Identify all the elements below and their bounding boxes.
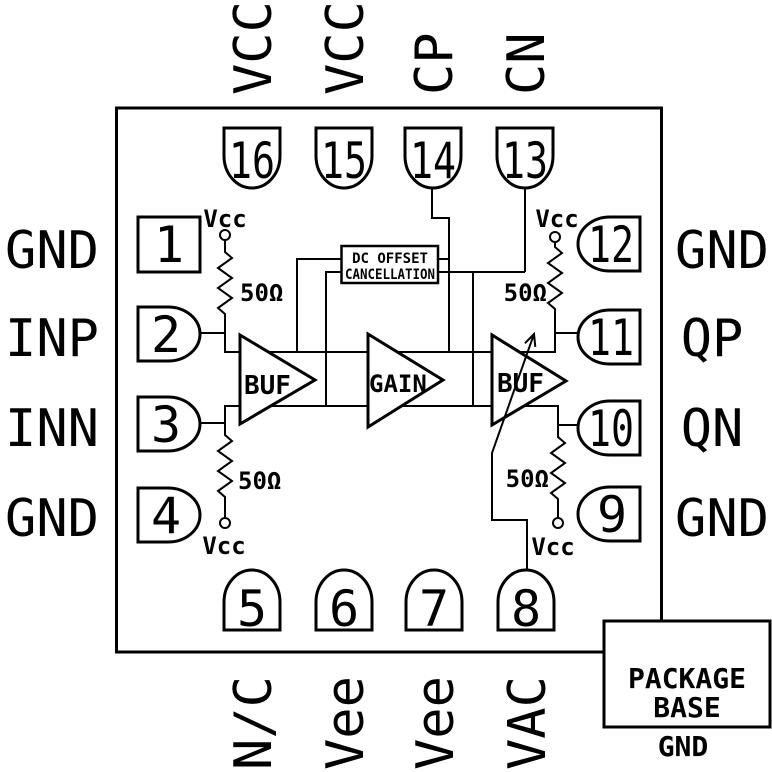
pin-16-pad [222, 126, 282, 190]
dc-offset-cancellation-box [340, 244, 440, 285]
pin-3-number: 3 [151, 396, 181, 454]
cp-wire [431, 188, 450, 352]
pin-8-pad [496, 568, 556, 632]
pin-1-function-label: GND [5, 221, 99, 281]
vcc-label-top-right: Vcc [535, 205, 578, 233]
pin-10-number: 10 [588, 400, 634, 458]
input-buffer-triangle [238, 332, 318, 427]
pin-3-function-label: INN [5, 399, 99, 459]
dc-offset-label-line1: DC OFFSET [352, 251, 428, 267]
pin-16-number: 16 [229, 132, 275, 190]
pin-5-function-label: N/C [224, 676, 284, 770]
pin-15-number: 15 [321, 132, 367, 190]
pin-5-pad [222, 568, 282, 632]
pin-9-function-label: GND [675, 489, 769, 549]
pin-2-function-label: INP [5, 309, 99, 369]
pin-7-function-label: Vee [406, 676, 466, 770]
pin-15-function-label: VCC [316, 1, 376, 95]
pin-11-pad [576, 308, 642, 366]
pin-11-function-label: QP [681, 309, 744, 369]
pin-4-pad [136, 486, 202, 544]
gain-triangle [366, 331, 446, 430]
output-buffer-label: BUF [497, 369, 544, 399]
pin-1-number: 1 [154, 216, 184, 274]
dc-offset-tap-left-bottom [325, 271, 342, 406]
pin-1-pad [136, 215, 202, 274]
pin-16-function-label: VCC [224, 1, 284, 95]
pin-4-function-label: GND [5, 489, 99, 549]
chip-outline [115, 106, 663, 654]
termination-resistor-bottom-right [549, 425, 567, 518]
gain-control-arrow [491, 333, 535, 570]
pin-14-pad [403, 126, 463, 190]
vcc-terminal-bottom-left [219, 517, 231, 529]
dc-offset-label-line2: CANCELLATION [345, 267, 435, 283]
pin-12-pad [576, 215, 642, 273]
pin-10-function-label: QN [681, 399, 744, 459]
pin-2-pad [136, 305, 202, 363]
gain-control-arrowhead-icon [524, 331, 537, 348]
pin-2-number: 2 [151, 306, 181, 364]
dc-offset-tap-left-top [296, 258, 342, 352]
vcc-terminal-bottom-right [552, 517, 564, 529]
termination-resistor-top-right [546, 242, 564, 333]
pin-10-pad [576, 399, 642, 457]
input-buffer-label: BUF [244, 371, 291, 401]
resistor-value-bottom-left: 50Ω [238, 467, 281, 495]
pin-14-function-label: CP [405, 32, 465, 95]
pin-14-number: 14 [410, 132, 456, 190]
pin-9-number: 9 [597, 486, 627, 544]
resistor-value-top-left: 50Ω [240, 279, 283, 307]
pin-7-pad [404, 568, 464, 632]
resistor-value-bottom-right: 50Ω [506, 465, 549, 493]
pin-4-number: 4 [151, 487, 181, 545]
pin-11-number: 11 [588, 309, 634, 367]
package-base-label-line1: PACKAGE [628, 662, 746, 695]
resistor-value-top-right: 50Ω [504, 279, 547, 307]
pin-7-number: 7 [419, 580, 449, 638]
pin-3-pad [136, 395, 202, 453]
vcc-terminal-top-right [549, 231, 561, 243]
pin-8-function-label: VAC [498, 676, 558, 770]
pin-8-number: 8 [511, 580, 541, 638]
pin-5-number: 5 [237, 580, 267, 638]
termination-resistor-bottom-left [216, 423, 234, 518]
package-base-label-line2: BASE [653, 691, 720, 724]
gain-label: GAIN [369, 370, 427, 398]
pin-6-pad [314, 568, 374, 632]
pin-13-pad [495, 126, 555, 190]
vcc-label-top-left: Vcc [203, 205, 246, 233]
vcc-label-bottom-left: Vcc [202, 532, 245, 560]
pin-9-pad [576, 485, 642, 543]
package-ground-label: GND [658, 730, 709, 763]
termination-resistor-top-left [216, 240, 234, 333]
pin-12-number: 12 [588, 216, 634, 274]
pin-15-pad [314, 126, 374, 190]
pin-12-function-label: GND [675, 221, 769, 281]
pin-13-number: 13 [502, 132, 548, 190]
pin-6-number: 6 [329, 580, 359, 638]
vcc-label-bottom-right: Vcc [531, 533, 574, 561]
pin-6-function-label: Vee [316, 676, 376, 770]
pin-13-function-label: CN [497, 32, 557, 95]
package-base-box [602, 619, 772, 729]
